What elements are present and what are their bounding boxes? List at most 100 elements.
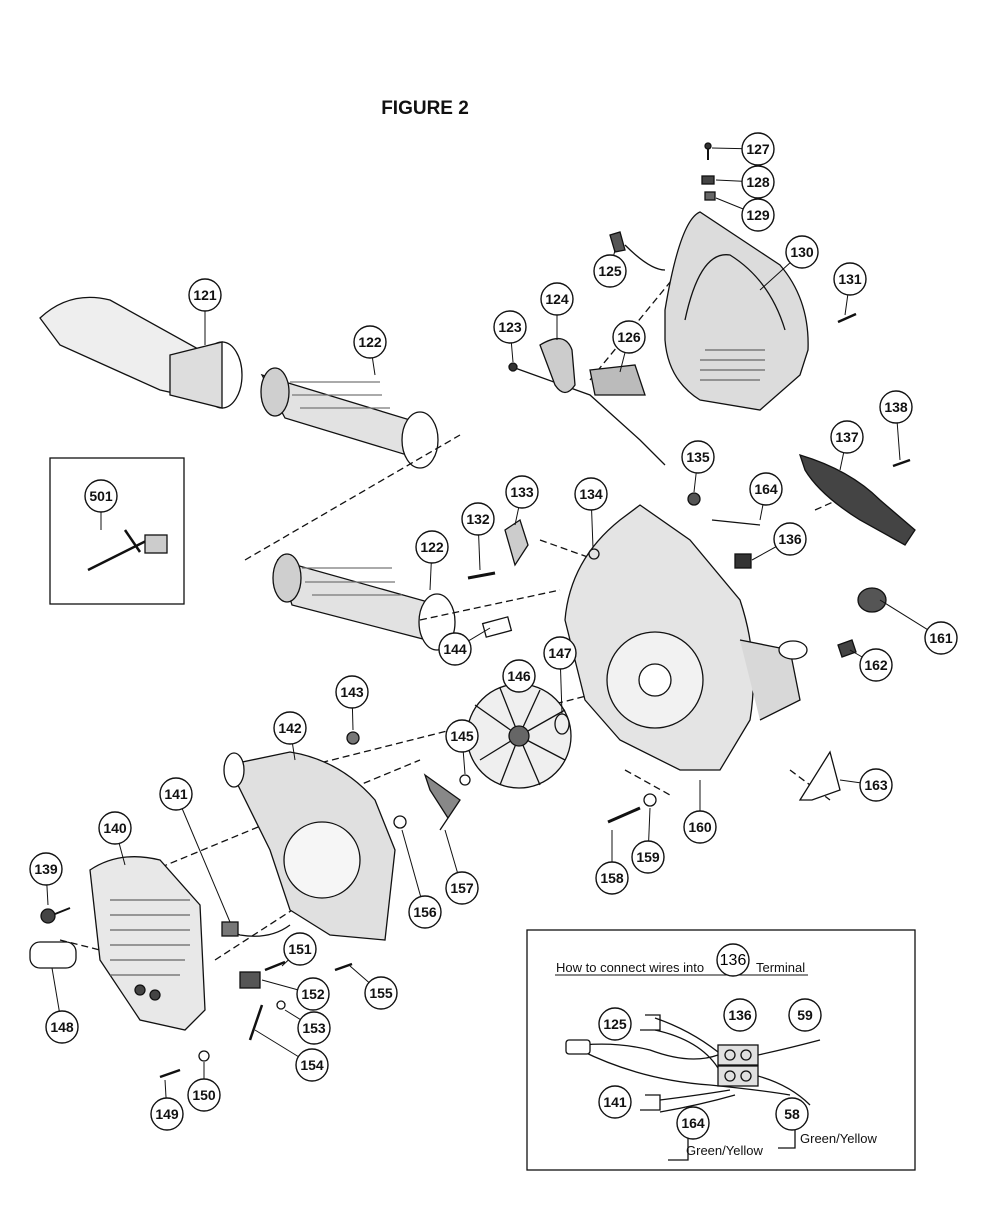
leader-line [175,793,231,923]
pin-153 [276,1000,286,1010]
callout-130-label: 130 [790,244,814,260]
plate-148 [29,941,77,969]
callout-141-label: 141 [164,786,188,802]
callout-132: 132 [461,502,495,536]
filter-162 [837,639,857,658]
trigger-124 [539,338,576,394]
fuel-cap-161 [857,587,887,613]
callout-163-label: 163 [864,777,888,793]
callout-151-label: 151 [288,941,312,957]
ignition-152 [239,971,261,989]
callout-156-label: 156 [413,904,437,920]
callout-157: 157 [445,871,479,905]
washer-156 [393,815,407,829]
blower-tube-upper [260,367,439,469]
callout-144: 144 [438,632,472,666]
inset-callout-58: 58 [775,1097,809,1131]
inset-heading: How to connect wires into [556,960,704,975]
callout-145-label: 145 [450,728,474,744]
callout-125: 125 [593,254,627,288]
inset-callout-141-label: 141 [603,1094,627,1110]
inset-callout-125: 125 [598,1007,632,1041]
handle-137 [798,454,916,546]
clip-128 [701,175,715,185]
callout-126-label: 126 [617,329,641,345]
callout-140: 140 [98,811,132,845]
callout-123: 123 [493,310,527,344]
callout-160-label: 160 [688,819,712,835]
inset-callout-141: 141 [598,1085,632,1119]
callout-136-label: 136 [778,531,802,547]
wiring-inset-box [526,929,916,1171]
callout-121-label: 121 [193,287,217,303]
spark-plug-wrench [87,529,168,572]
knob-139 [40,908,56,924]
callout-122: 122 [415,530,449,564]
callout-159-label: 159 [636,849,660,865]
callout-123-label: 123 [498,319,522,335]
callout-144-label: 144 [443,641,467,657]
callout-148: 148 [45,1010,79,1044]
callout-142: 142 [273,711,307,745]
inset-callout-136-label: 136 [728,1007,752,1023]
inset-callout-136: 136 [723,998,757,1032]
callout-142-label: 142 [278,720,302,736]
callout-131: 131 [833,262,867,296]
callout-163: 163 [859,768,893,802]
callout-127: 127 [741,132,775,166]
callout-128-label: 128 [746,174,770,190]
callout-135-label: 135 [686,449,710,465]
throttle-cable [514,367,666,466]
inset-callout-125-label: 125 [603,1016,627,1032]
screw-127 [704,142,712,160]
callout-133-label: 133 [510,484,534,500]
fan-housing-142 [223,751,396,941]
callout-155: 155 [364,976,398,1010]
callout-154: 154 [295,1048,329,1082]
callout-158: 158 [595,861,629,895]
callout-140-label: 140 [103,820,127,836]
wire-label-164: Green/Yellow [686,1143,763,1158]
terminal-136 [734,553,752,569]
callout-161-label: 161 [929,630,953,646]
callout-139-label: 139 [34,861,58,877]
callout-159: 159 [631,840,665,874]
callout-134: 134 [574,477,608,511]
screw-138 [892,458,911,468]
nut-135 [687,492,701,506]
inset-callout-59-label: 59 [797,1007,813,1023]
callout-149-label: 149 [155,1106,179,1122]
wire-141 [221,924,291,937]
callout-133: 133 [505,475,539,509]
nut-143 [346,731,360,745]
callout-158-label: 158 [600,870,624,886]
inset-callout-58-label: 58 [784,1106,800,1122]
callout-152: 152 [296,977,330,1011]
washer-159 [643,793,657,807]
callout-122-label: 122 [420,539,444,555]
callout-162-label: 162 [864,657,888,673]
callout-147: 147 [543,636,577,670]
callout-148-label: 148 [50,1019,74,1035]
bolt-158 [607,806,641,824]
callout-127-label: 127 [746,141,770,157]
callout-152-label: 152 [301,986,325,1002]
terminal-125 [609,231,626,253]
callout-143: 143 [335,675,369,709]
key-157 [423,773,461,831]
main-housing-part [564,504,808,771]
callout-138-label: 138 [884,399,908,415]
callout-501-label: 501 [89,488,113,504]
inset-callout-59: 59 [788,998,822,1032]
callout-150: 150 [187,1078,221,1112]
callout-153-label: 153 [302,1020,326,1036]
terminal-block [717,1044,759,1087]
callout-137-label: 137 [835,429,859,445]
washer-134 [588,548,600,560]
callout-151: 151 [283,932,317,966]
inset-heading-part-label: 136 [720,952,747,969]
upper-housing-part [664,211,809,411]
callout-164-label: 164 [754,481,778,497]
